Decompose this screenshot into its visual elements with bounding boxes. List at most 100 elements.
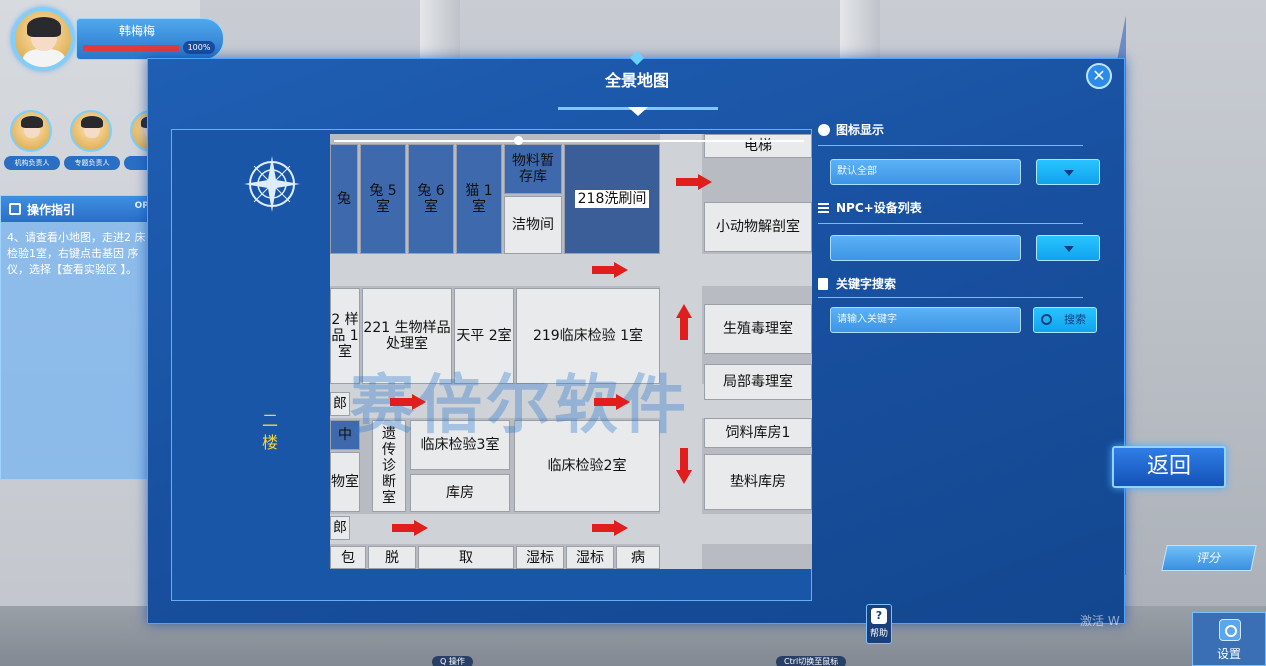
corridor bbox=[330, 254, 812, 286]
search-icon bbox=[1041, 314, 1052, 325]
guide-text: 4、请查看小地图，走进2 床检验1室，右键点击基因 序仪，选择【查看实验区 】。 bbox=[7, 231, 146, 276]
section-title: 图标显示 bbox=[836, 123, 885, 137]
npc-device-dropdown-button[interactable] bbox=[1036, 235, 1100, 261]
route-arrow-right-icon bbox=[592, 262, 628, 278]
map-frame: 二 楼 兔 兔 5 室 兔 6 室 猫 1 室 物料暂 存库 洁物间 218洗刷… bbox=[171, 129, 812, 601]
map-zoom-handle[interactable] bbox=[514, 136, 523, 145]
map-room[interactable]: 兔 bbox=[330, 144, 358, 254]
map-room[interactable]: 物室 bbox=[330, 452, 360, 512]
guide-open-toggle[interactable]: OPE bbox=[134, 201, 155, 211]
activate-windows-text: 激活 W bbox=[1080, 614, 1120, 628]
hp-bar-fill bbox=[83, 45, 179, 51]
hp-bar bbox=[83, 45, 179, 51]
hp-percent: 100% bbox=[183, 41, 215, 54]
map-filter-panel: 图标显示 默认全部 NPC+设备列表 关键字搜索 请输入关键字 bbox=[818, 119, 1108, 349]
panorama-map-dialog: 全景地图 ✕ 二 楼 兔 兔 5 室 兔 6 室 猫 1 室 物料暂 存库 bbox=[147, 50, 1125, 624]
icon-display-dropdown-button[interactable] bbox=[1036, 159, 1100, 185]
map-room[interactable]: 病 bbox=[616, 546, 660, 569]
chevron-down-icon bbox=[628, 107, 648, 116]
return-button[interactable]: 返回 bbox=[1112, 446, 1226, 488]
compass-icon bbox=[244, 156, 300, 212]
settings-label: 设置 bbox=[1216, 647, 1241, 661]
map-room[interactable]: 猫 1 室 bbox=[456, 144, 502, 254]
map-room[interactable]: 临床检验3室 bbox=[410, 420, 510, 470]
map-room[interactable]: 临床检验2室 bbox=[514, 420, 660, 512]
map-room[interactable]: 中 bbox=[330, 420, 360, 450]
route-arrow-down-icon bbox=[676, 448, 692, 484]
hint-chip: Q 操作 bbox=[432, 656, 473, 666]
route-arrow-right-icon bbox=[676, 174, 712, 190]
npc-device-select[interactable] bbox=[830, 235, 1021, 261]
guide-title: 操作指引 bbox=[27, 202, 76, 217]
map-room[interactable]: 湿标 bbox=[566, 546, 614, 569]
avatar bbox=[10, 110, 52, 152]
map-room[interactable]: 取 bbox=[418, 546, 514, 569]
map-room[interactable]: 电梯 bbox=[704, 134, 812, 158]
settings-button[interactable]: 设置 bbox=[1192, 612, 1266, 666]
map-room[interactable]: 物料暂 存库 bbox=[504, 144, 562, 194]
icon-display-select[interactable]: 默认全部 bbox=[830, 159, 1021, 185]
map-room[interactable]: 遗 传 诊 断 室 bbox=[372, 420, 406, 512]
player-avatar[interactable] bbox=[12, 8, 74, 70]
role-avatar-institution[interactable]: 机构负责人 bbox=[4, 110, 60, 170]
document-icon bbox=[818, 277, 828, 290]
help-button[interactable]: ? 帮助 bbox=[866, 604, 892, 644]
map-room[interactable]: 219临床检验 1室 bbox=[516, 288, 660, 384]
watermark: 赛倍尔软件 bbox=[350, 369, 690, 443]
help-label: 帮助 bbox=[869, 629, 888, 639]
map-room[interactable]: 221 生物样品 处理室 bbox=[362, 288, 452, 384]
keyword-search-input[interactable]: 请输入关键字 bbox=[830, 307, 1021, 333]
search-button-label: 搜索 bbox=[1064, 313, 1086, 326]
route-arrow-up-icon bbox=[676, 304, 692, 340]
chevron-down-icon bbox=[1064, 246, 1074, 252]
map-room[interactable]: 兔 5 室 bbox=[360, 144, 406, 254]
map-room[interactable]: 郎 bbox=[330, 392, 350, 416]
map-room[interactable]: 218洗刷间 bbox=[564, 144, 660, 254]
minimap-view[interactable]: 兔 兔 5 室 兔 6 室 猫 1 室 物料暂 存库 洁物间 218洗刷间 电梯… bbox=[330, 134, 812, 569]
guide-header: 操作指引 OPE bbox=[1, 196, 159, 222]
map-room[interactable]: 生殖毒理室 bbox=[704, 304, 812, 354]
floor-label: 二 楼 bbox=[261, 411, 278, 452]
npc-list-title: NPC+设备列表 bbox=[818, 199, 922, 216]
player-info-bar: 韩梅梅 100% bbox=[76, 18, 224, 60]
map-room[interactable]: 垫料库房 bbox=[704, 454, 812, 510]
star-icon bbox=[818, 123, 830, 136]
gear-icon bbox=[1219, 619, 1241, 641]
section-title: NPC+设备列表 bbox=[836, 201, 922, 215]
icon-display-title: 图标显示 bbox=[818, 121, 884, 138]
keyword-search-title: 关键字搜索 bbox=[818, 275, 896, 292]
map-room[interactable]: 小动物解剖室 bbox=[704, 202, 812, 252]
operation-guide-panel: 操作指引 OPE 4、请查看小地图，走进2 床检验1室，右键点击基因 序仪，选择… bbox=[0, 195, 160, 480]
map-room[interactable]: 兔 6 室 bbox=[408, 144, 454, 254]
dialog-title: 全景地图 bbox=[604, 71, 669, 90]
map-room[interactable]: 局部毒理室 bbox=[704, 364, 812, 400]
map-room[interactable]: 郎 bbox=[330, 516, 350, 540]
map-room[interactable]: 脱 bbox=[368, 546, 416, 569]
route-arrow-right-icon bbox=[390, 394, 426, 410]
map-room[interactable]: 库房 bbox=[410, 474, 510, 512]
corridor bbox=[660, 134, 702, 569]
search-button[interactable]: 搜索 bbox=[1033, 307, 1097, 333]
map-room[interactable]: 饲料库房1 bbox=[704, 418, 812, 448]
player-status: 韩梅梅 100% bbox=[12, 8, 224, 70]
route-arrow-right-icon bbox=[392, 520, 428, 536]
hint-chip: Ctrl切换至鼠标 bbox=[776, 656, 847, 666]
divider bbox=[818, 223, 1083, 224]
map-zoom-slider[interactable] bbox=[334, 140, 804, 142]
list-icon bbox=[818, 202, 829, 213]
route-arrow-right-icon bbox=[592, 520, 628, 536]
avatar bbox=[70, 110, 112, 152]
map-room[interactable]: 湿标 bbox=[516, 546, 564, 569]
close-button[interactable]: ✕ bbox=[1086, 63, 1112, 89]
divider bbox=[818, 297, 1083, 298]
map-room[interactable]: 天平 2室 bbox=[454, 288, 514, 384]
role-avatar-study-director[interactable]: 专题负责人 bbox=[64, 110, 120, 170]
player-name: 韩梅梅 bbox=[118, 24, 155, 38]
score-button[interactable]: 评分 bbox=[1161, 545, 1257, 571]
chevron-down-icon bbox=[1064, 170, 1074, 176]
map-room[interactable]: 2 样品 1室 bbox=[330, 288, 360, 384]
role-label: 机构负责人 bbox=[4, 156, 60, 170]
room-label: 218洗刷间 bbox=[574, 190, 650, 208]
map-room[interactable]: 包 bbox=[330, 546, 366, 569]
map-room[interactable]: 洁物间 bbox=[504, 196, 562, 254]
